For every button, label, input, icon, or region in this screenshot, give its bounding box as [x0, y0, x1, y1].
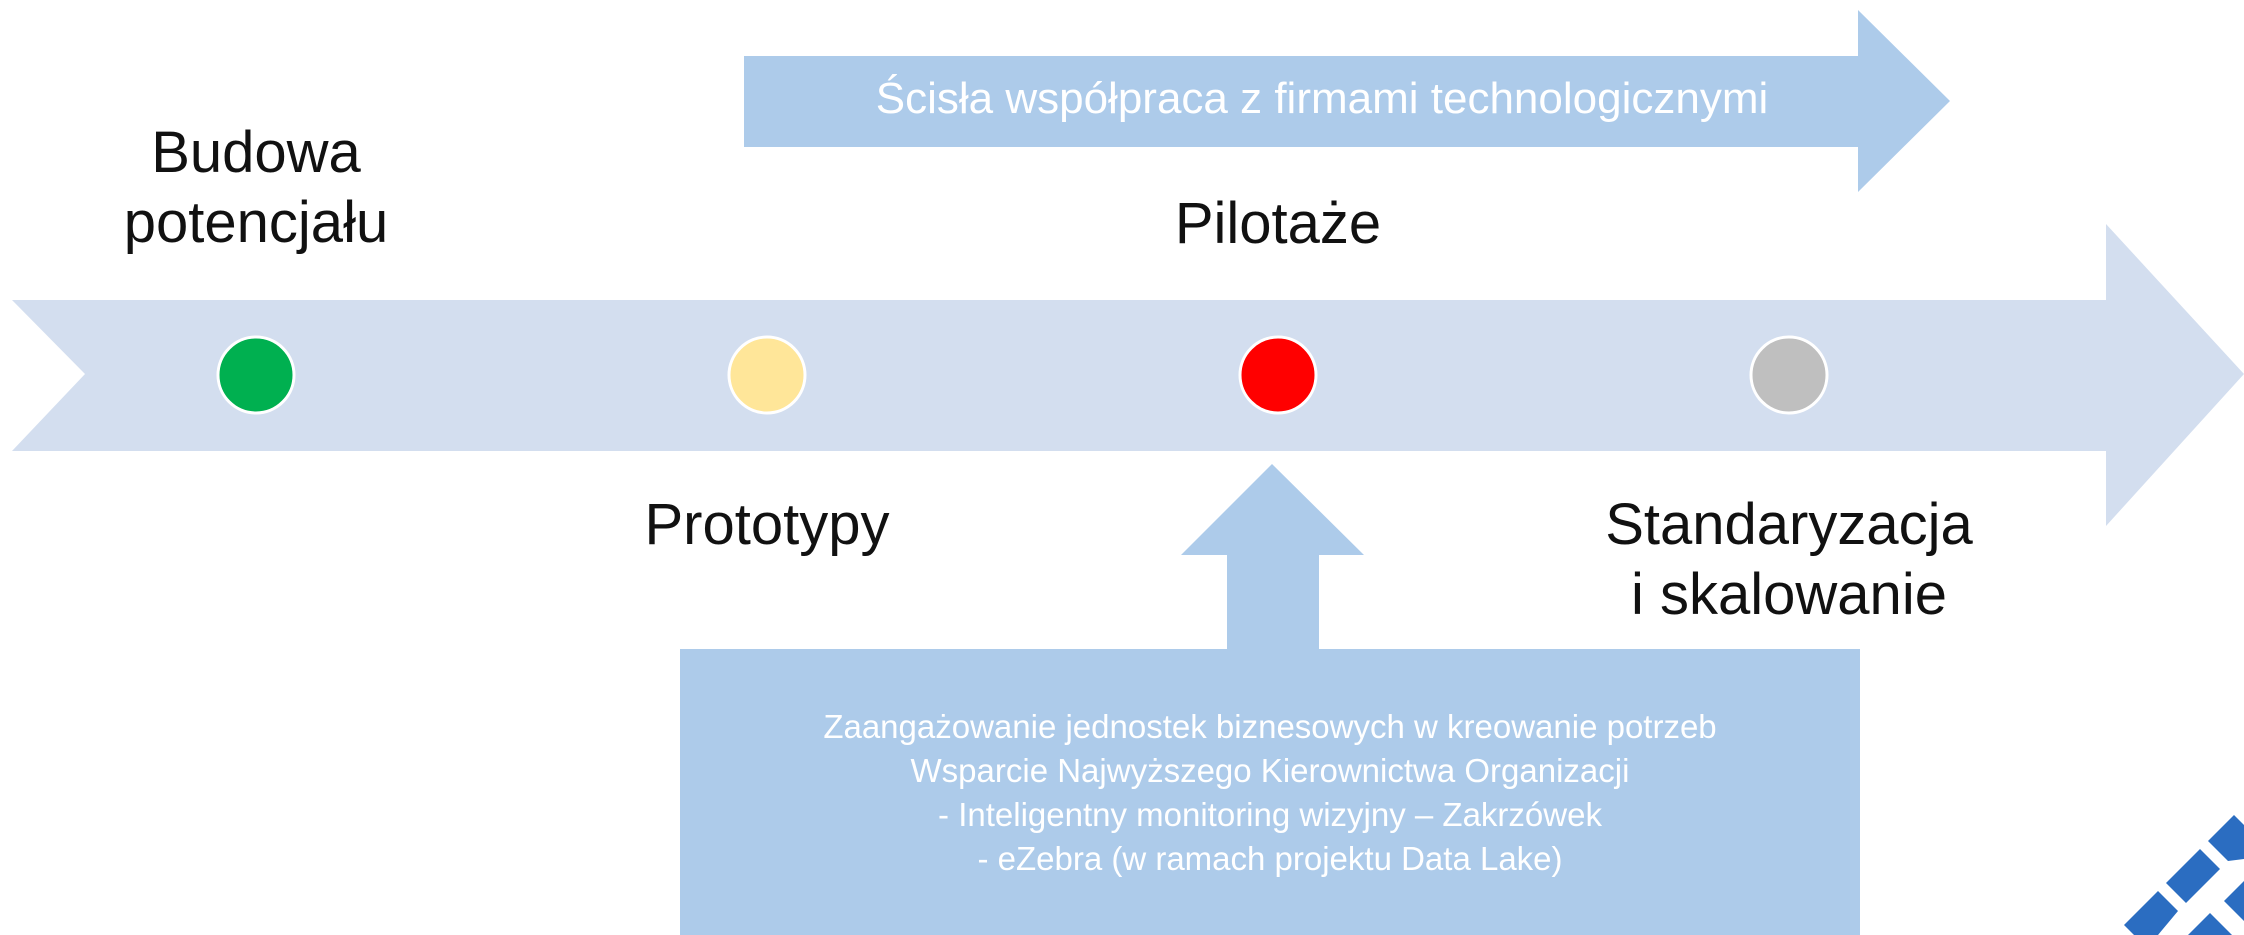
stage-label-scaling-line-2: i skalowanie — [1631, 562, 1947, 627]
support-line-1: Zaangażowanie jednostek biznesowych w kr… — [823, 708, 1717, 745]
support-line-3: - Inteligentny monitoring wizyjny – Zakr… — [938, 796, 1602, 833]
stage-label-scaling: Standaryzacja i skalowanie — [1589, 490, 1989, 630]
support-line-2: Wsparcie Najwyższego Kierownictwa Organi… — [910, 752, 1630, 789]
stage-dot-pilots — [1238, 335, 1318, 415]
support-box-text: Zaangażowanie jednostek biznesowych w kr… — [680, 705, 1860, 881]
stage-label-pilots: Pilotaże — [1078, 189, 1478, 259]
timeline-arrow — [12, 224, 2244, 526]
support-arrow — [1181, 464, 1364, 650]
support-box — [680, 649, 1860, 935]
stage-label-prototypes-line-1: Prototypy — [644, 492, 890, 557]
stage-dot-scaling — [1749, 335, 1829, 415]
stage-label-build: Budowa potencjału — [56, 118, 456, 258]
stage-label-build-line-2: potencjału — [123, 190, 389, 255]
stage-label-scaling-line-1: Standaryzacja — [1605, 492, 1973, 557]
collaboration-arrow — [744, 10, 1950, 192]
stage-label-prototypes: Prototypy — [567, 490, 967, 560]
support-line-4: - eZebra (w ramach projektu Data Lake) — [977, 840, 1563, 877]
corner-logo — [2124, 815, 2244, 935]
stage-dot-build — [216, 335, 296, 415]
stage-dot-prototypes — [727, 335, 807, 415]
stage-label-pilots-line-1: Pilotaże — [1174, 191, 1382, 256]
stage-label-build-line-1: Budowa — [151, 120, 361, 185]
collaboration-banner-text: Ścisła współpraca z firmami technologicz… — [875, 74, 1769, 123]
